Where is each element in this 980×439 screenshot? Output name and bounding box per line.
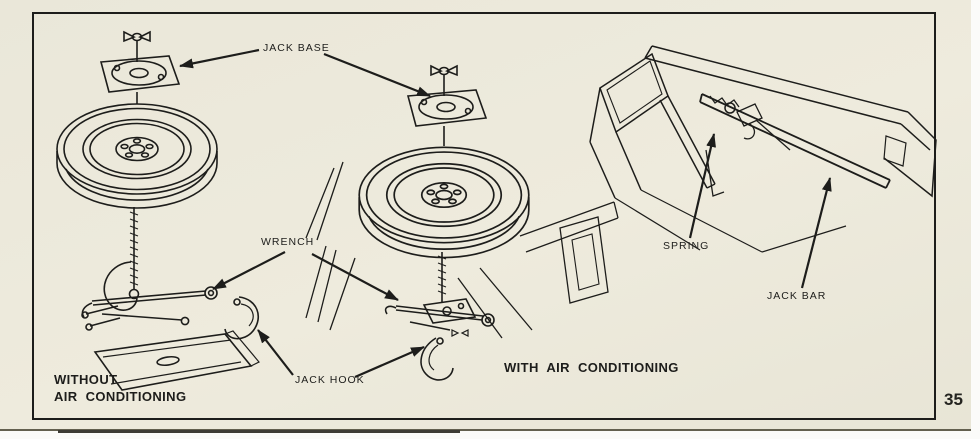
jack-base-middle-drawing xyxy=(407,65,487,127)
arrow-wrench-left xyxy=(212,251,286,290)
spare-tire-middle-drawing xyxy=(358,146,530,259)
arrow-jack-base-left xyxy=(179,48,260,69)
caption-with-ac: WITH AIR CONDITIONING xyxy=(504,360,679,375)
arrow-jack-hook-left xyxy=(257,329,294,376)
callout-jack-bar: JACK BAR xyxy=(767,290,827,302)
illustration-without-ac xyxy=(56,31,260,391)
illustration-with-ac xyxy=(305,65,619,381)
jack-hook-middle-drawing xyxy=(420,337,454,381)
spare-tire-left-drawing xyxy=(56,103,218,209)
caption-without-ac-line2: AIR CONDITIONING xyxy=(54,388,187,404)
jack-bar-drawing xyxy=(699,93,891,189)
callout-wrench: WRENCH xyxy=(261,236,315,248)
illustration-jack-bar xyxy=(589,45,937,253)
page-number: 35 xyxy=(944,390,963,409)
callout-jack-base: JACK BASE xyxy=(263,42,330,54)
arrow-spring xyxy=(688,133,716,239)
arrow-jack-hook-right xyxy=(354,345,425,379)
arrow-jack-bar xyxy=(800,177,832,289)
caption-without-ac-line1: WITHOUT xyxy=(54,372,118,387)
jack-base-rail-drawing xyxy=(93,330,260,391)
page-edge-shadow xyxy=(58,430,460,433)
trunk-floor-lines xyxy=(305,161,619,339)
jack-base-left-drawing xyxy=(100,31,180,93)
figure-border-frame xyxy=(32,12,936,420)
jack-hook-left-drawing xyxy=(224,296,259,340)
callout-arrows xyxy=(179,48,832,379)
wrench-left-drawing xyxy=(81,286,218,326)
arrow-jack-base-right xyxy=(323,52,431,98)
arrow-wrench-right xyxy=(311,253,399,301)
callout-spring: SPRING xyxy=(663,240,710,252)
caption-without-ac: WITHOUT AIR CONDITIONING xyxy=(54,372,186,406)
spring-drawing xyxy=(709,95,791,151)
callout-jack-hook: JACK HOOK xyxy=(295,374,365,386)
wrench-middle-drawing xyxy=(384,305,495,337)
